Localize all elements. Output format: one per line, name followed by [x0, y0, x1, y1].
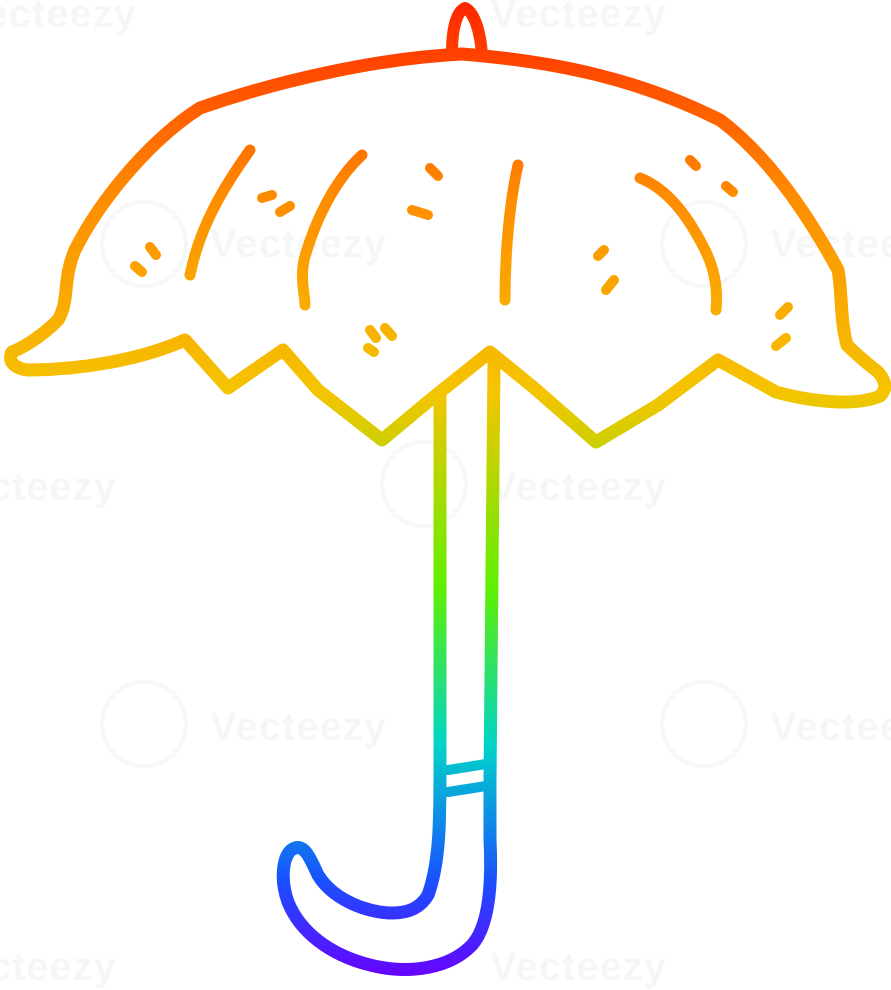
- canopy-rib-center: [499, 159, 524, 306]
- handle-band-bottom: [443, 781, 491, 797]
- handle-band-top: [443, 759, 491, 775]
- umbrella-shaft-handle: [276, 355, 501, 976]
- umbrella-canopy: [4, 47, 891, 449]
- canopy-rib-center-left: [296, 149, 368, 311]
- canopy-rib-right: [634, 172, 723, 316]
- umbrella-tip: [446, 2, 488, 60]
- canopy-detail-marks: [130, 155, 793, 357]
- canopy-rib-left: [184, 144, 256, 281]
